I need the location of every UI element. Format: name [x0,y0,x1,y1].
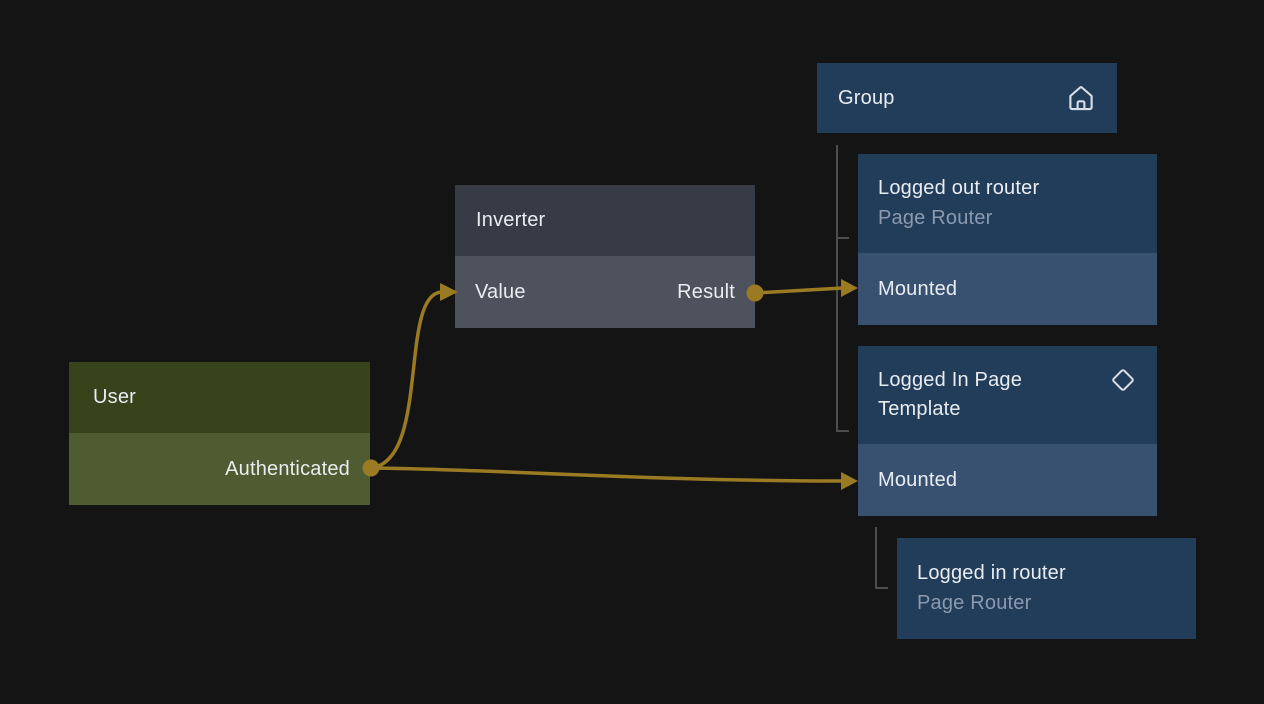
port-input-mounted[interactable]: Mounted [858,444,1157,516]
node-group[interactable]: Group [817,63,1117,133]
node-title: Logged in router [917,562,1066,584]
port-row-value-result[interactable]: Value Result [455,256,755,328]
diamond-icon [1112,369,1134,391]
node-user-header[interactable]: User [69,362,370,433]
node-logged-in-page-template[interactable]: Logged In Page Template Mounted [858,346,1157,516]
port-input-mounted[interactable]: Mounted [858,253,1157,325]
node-subtitle: Page Router [878,207,993,229]
node-subtitle: Page Router [917,592,1032,614]
node-logged-in-router[interactable]: Logged in router Page Router [897,538,1196,639]
node-title: Inverter [476,209,546,231]
node-title-block: Logged out router Page Router [878,174,1039,233]
tree-connector-group-children [836,145,849,432]
port-label: Mounted [878,277,958,300]
edge-authenticated-to-template-mounted-arrowhead[interactable] [841,472,858,490]
edge-authenticated-to-template-mounted[interactable] [370,466,843,483]
node-inverter[interactable]: Inverter Value Result [455,185,755,328]
home-icon [1069,86,1093,111]
tree-connector-template-child [875,527,888,589]
node-title: Logged In Page Template [878,369,1023,420]
port-label: Authenticated [225,457,350,480]
edge-result-to-mounted-arrowhead[interactable] [841,279,858,297]
edge-result-to-mounted[interactable] [754,286,844,295]
node-title: Group [838,86,895,109]
port-output-result-label: Result [677,280,735,303]
node-logged-out-router[interactable]: Logged out router Page Router Mounted [858,154,1157,325]
node-logged-in-page-template-header[interactable]: Logged In Page Template [858,346,1157,444]
node-title: User [93,386,137,408]
node-user[interactable]: User Authenticated [69,362,370,505]
port-output-authenticated[interactable]: Authenticated [69,433,370,505]
node-logged-out-router-header[interactable]: Logged out router Page Router [858,154,1157,253]
port-input-value-label: Value [475,280,526,303]
port-label: Mounted [878,468,958,491]
node-logged-in-router-header[interactable]: Logged in router Page Router [897,538,1196,639]
edge-authenticated-to-value[interactable] [370,290,442,470]
node-title: Logged out router [878,177,1040,199]
node-title-block: Logged in router Page Router [917,559,1066,618]
node-group-header[interactable]: Group [817,63,1117,133]
node-inverter-header[interactable]: Inverter [455,185,755,256]
